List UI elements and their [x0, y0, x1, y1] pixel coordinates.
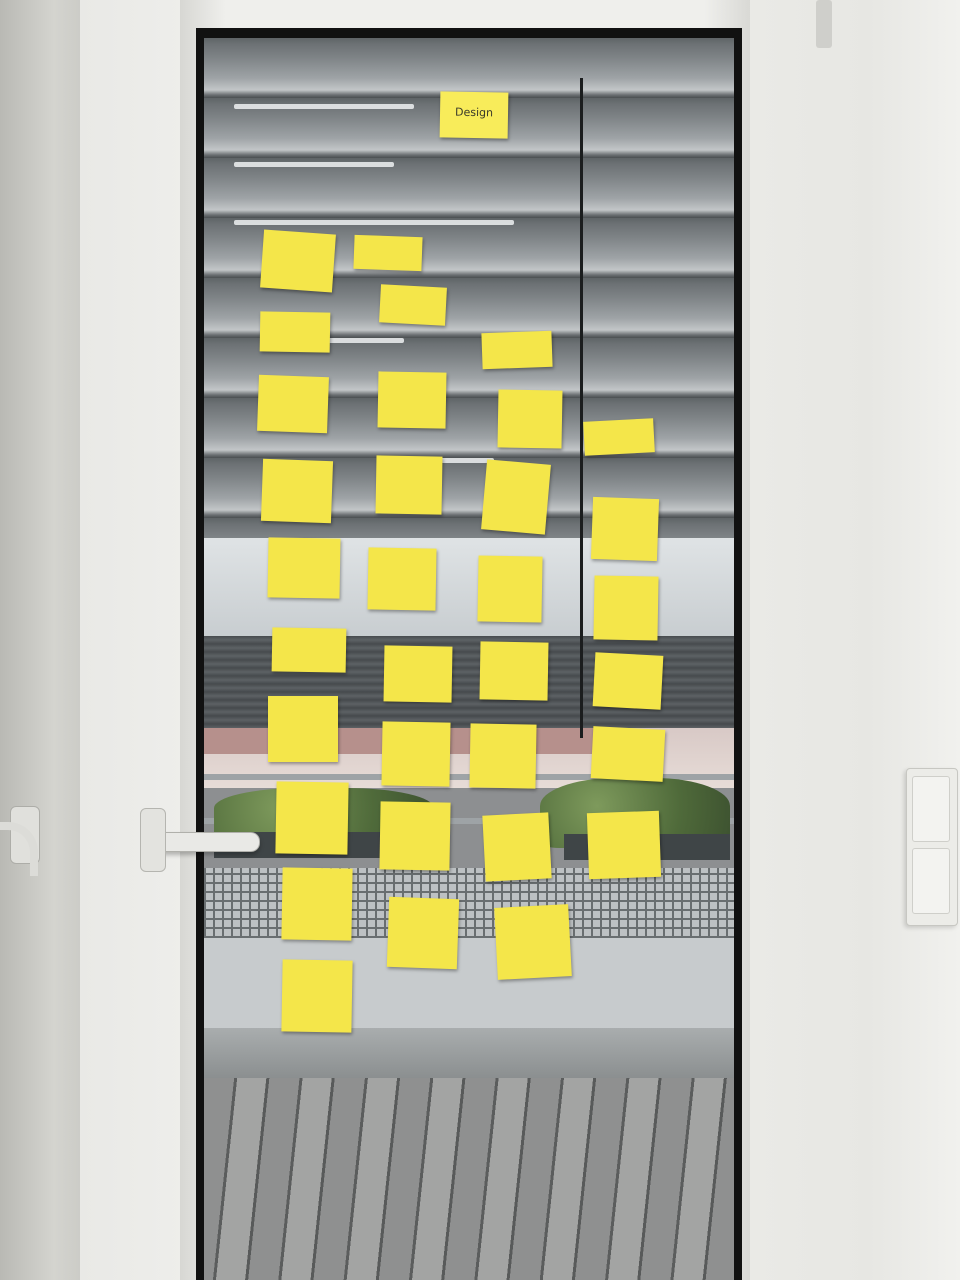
sticky-note — [271, 627, 347, 673]
sticky-note — [494, 904, 572, 980]
sticky-note — [260, 458, 334, 524]
parapet-wall — [204, 1028, 734, 1078]
sticky-note — [593, 575, 659, 641]
left-wall — [0, 0, 90, 1280]
sticky-note — [481, 330, 553, 370]
sticky-note — [469, 723, 537, 789]
sticky-note — [481, 459, 551, 535]
sticky-note — [583, 418, 655, 456]
sticky-note — [353, 234, 423, 272]
sticky-note — [377, 371, 447, 429]
balcony-rail — [204, 818, 734, 824]
handle-bar-left — [0, 822, 38, 876]
ceiling-light-reflection — [234, 162, 394, 167]
door-handle-base — [140, 808, 166, 872]
sticky-note — [590, 496, 660, 562]
sticky-note — [281, 959, 353, 1033]
sticky-note — [586, 810, 662, 880]
sticky-note — [275, 781, 349, 855]
light-switch-top[interactable] — [912, 776, 950, 842]
sticky-note — [379, 284, 447, 326]
sticky-note — [281, 867, 353, 941]
sticky-note — [259, 311, 331, 353]
sticky-note — [257, 374, 329, 434]
sticky-note: Design — [439, 91, 509, 139]
sticky-note — [590, 726, 666, 782]
wooden-deck — [204, 1078, 734, 1280]
sticky-note — [367, 547, 437, 611]
light-switch-bottom[interactable] — [912, 848, 950, 914]
ceiling-light-reflection — [234, 104, 414, 109]
sticky-note — [592, 652, 664, 710]
sticky-note — [383, 645, 453, 703]
sticky-note — [267, 537, 341, 599]
sticky-note — [375, 455, 443, 515]
sticky-note — [386, 896, 460, 970]
ceiling-light-reflection — [404, 458, 494, 463]
sticky-note — [482, 812, 552, 882]
balcony-rail — [204, 774, 734, 780]
sticky-note — [379, 801, 451, 871]
sticky-note — [479, 641, 549, 701]
sticky-note — [477, 555, 543, 623]
ceiling-light-reflection — [324, 338, 404, 343]
sticky-note — [497, 389, 563, 449]
door-latch — [816, 0, 832, 48]
shutter-cord — [580, 78, 583, 738]
sticky-note — [260, 229, 336, 293]
sticky-note — [381, 721, 451, 787]
right-wall — [860, 0, 960, 1280]
ceiling-light-reflection — [234, 220, 514, 225]
sticky-note — [268, 696, 338, 762]
